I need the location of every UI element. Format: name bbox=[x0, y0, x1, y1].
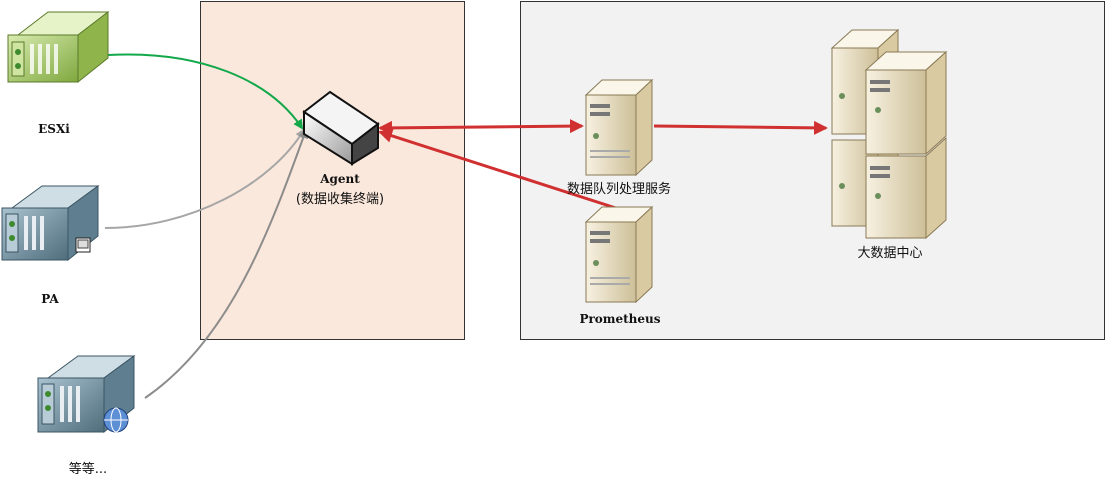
agent-zone-panel bbox=[200, 1, 465, 340]
esxi-label: ESXi bbox=[38, 122, 70, 136]
queue-to-bigdata-connector bbox=[653, 120, 828, 135]
pa-server-icon bbox=[1, 185, 100, 262]
esxi-to-agent-connector bbox=[107, 53, 304, 130]
prometheus-server-icon bbox=[584, 205, 654, 304]
prometheus-label: Prometheus bbox=[579, 312, 661, 326]
prometheus-to-agent-connector bbox=[378, 129, 623, 212]
queue-server-icon bbox=[584, 78, 654, 177]
pa-to-agent-connector bbox=[104, 128, 306, 229]
etc-server-icon bbox=[37, 355, 136, 434]
queue-label: 数据队列处理服务 bbox=[566, 182, 671, 197]
pa-label: PA bbox=[41, 292, 59, 306]
esxi-server-icon bbox=[7, 10, 110, 84]
bigdata-label: 大数据中心 bbox=[857, 246, 923, 261]
agent-queue-connector bbox=[378, 119, 584, 135]
bigdata-cluster-icon bbox=[830, 28, 948, 240]
agent-label: Agent bbox=[320, 172, 360, 186]
agent-box-icon bbox=[302, 90, 380, 166]
agent-sublabel: (数据收集终端) bbox=[295, 192, 385, 207]
etc-label: 等等... bbox=[68, 462, 108, 477]
etc-to-agent-connector bbox=[144, 128, 308, 399]
